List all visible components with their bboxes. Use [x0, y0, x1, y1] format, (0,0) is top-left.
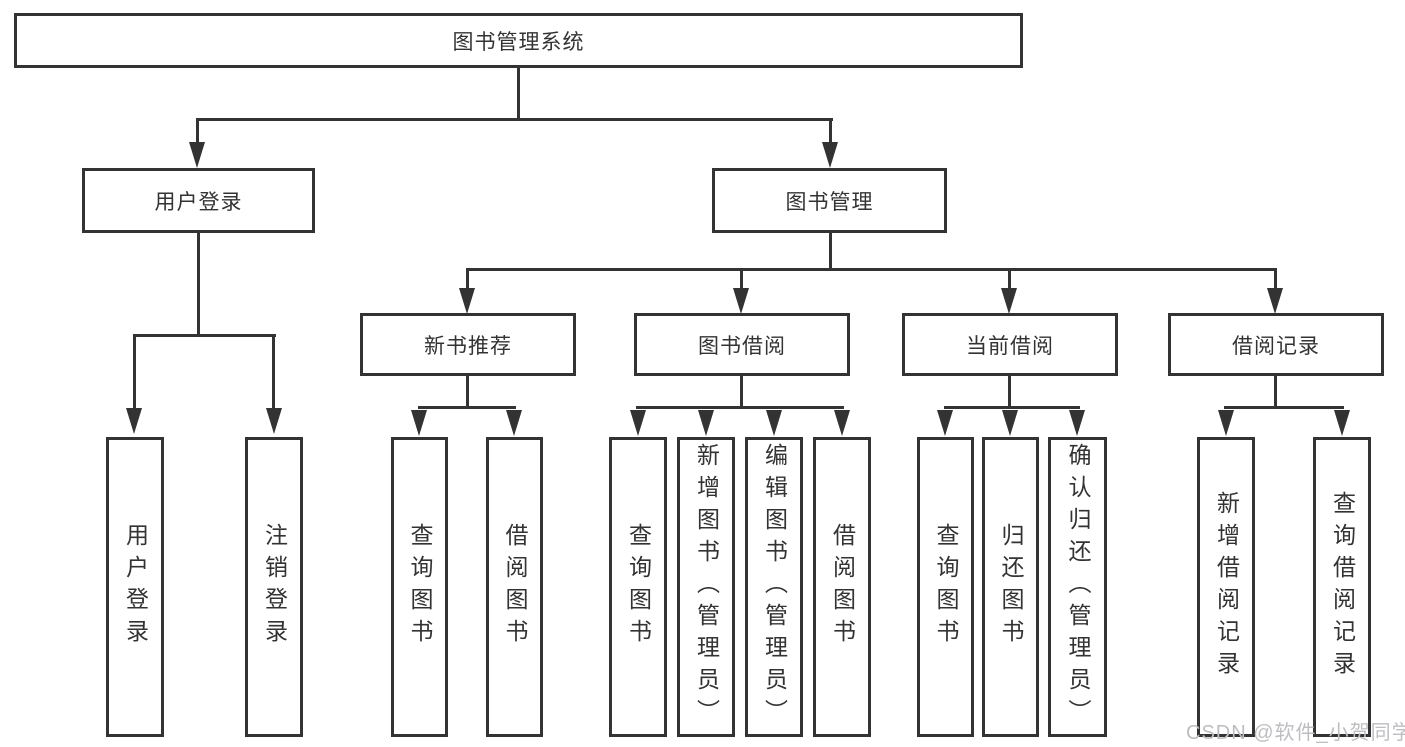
arrow-down-icon: [506, 410, 522, 436]
leaf-user-login-label: 用户登录: [122, 523, 149, 651]
arrow-down-icon: [1002, 410, 1018, 436]
node-book-management: 图书管理: [712, 168, 947, 233]
node-new-book-recommend: 新书推荐: [360, 313, 576, 376]
node-book-borrow: 图书借阅: [634, 313, 850, 376]
node-borrow-records: 借阅记录: [1168, 313, 1384, 376]
node-root-label: 图书管理系统: [452, 30, 585, 54]
connector-l3-stub: [466, 376, 469, 408]
leaf-confirm-return-admin: 确认归还（管理员）: [1048, 437, 1107, 737]
connector-l1-left-shaft: [196, 118, 199, 146]
leaf-query-borrow-record-label: 查询借阅记录: [1329, 491, 1356, 683]
connector-l3-horizontal: [944, 406, 1080, 409]
arrow-down-icon: [1267, 288, 1283, 314]
connector-book-mgmt-stub: [829, 233, 832, 270]
connector-l2-shaft: [1008, 268, 1011, 292]
node-user-login-label: 用户登录: [154, 190, 243, 214]
leaf-borrow-books-1-label: 借阅图书: [502, 523, 528, 651]
node-book-management-label: 图书管理: [785, 190, 874, 214]
node-book-borrow-label: 图书借阅: [698, 334, 786, 358]
node-borrow-records-label: 借阅记录: [1232, 334, 1320, 358]
leaf-return-books: 归还图书: [982, 437, 1039, 737]
connector-l2-shaft: [466, 268, 469, 292]
watermark: CSDN @软件_小贺同学: [1186, 722, 1405, 744]
connector-l2-shaft: [1274, 268, 1277, 292]
node-root: 图书管理系统: [14, 13, 1023, 68]
connector-user-login-horizontal: [133, 334, 276, 337]
leaf-add-borrow-record: 新增借阅记录: [1197, 437, 1255, 737]
leaf-add-books-admin: 新增图书（管理员）: [677, 437, 735, 737]
connector-user-login-left-shaft: [133, 334, 136, 410]
connector-l2-horizontal: [466, 268, 1277, 271]
node-current-borrow-label: 当前借阅: [966, 334, 1054, 358]
connector-l1-horizontal: [196, 118, 833, 121]
leaf-query-books-1-label: 查询图书: [407, 523, 433, 651]
connector-l3-stub: [1274, 376, 1277, 408]
connector-l3-horizontal: [418, 406, 516, 409]
leaf-user-login: 用户登录: [106, 437, 164, 737]
leaf-query-books-2-label: 查询图书: [625, 523, 652, 651]
connector-user-login-stub: [197, 233, 200, 336]
leaf-borrow-books-2-label: 借阅图书: [829, 523, 856, 651]
leaf-query-books-3-label: 查询图书: [933, 523, 959, 651]
leaf-logout: 注销登录: [245, 437, 303, 737]
leaf-logout-label: 注销登录: [261, 523, 288, 651]
leaf-query-books-3: 查询图书: [917, 437, 974, 737]
leaf-borrow-books-1: 借阅图书: [486, 437, 543, 737]
leaf-return-books-label: 归还图书: [998, 523, 1024, 651]
arrow-down-icon: [1001, 288, 1017, 314]
arrow-down-icon: [411, 410, 427, 436]
arrow-down-icon: [459, 288, 475, 314]
arrow-down-icon: [733, 288, 749, 314]
leaf-edit-books-admin-label: 编辑图书（管理员）: [761, 443, 788, 731]
connector-l3-horizontal: [636, 406, 844, 409]
arrow-down-icon: [266, 408, 282, 434]
arrow-down-icon: [1069, 410, 1085, 436]
node-new-book-recommend-label: 新书推荐: [424, 334, 512, 358]
leaf-query-borrow-record: 查询借阅记录: [1313, 437, 1371, 737]
leaf-confirm-return-admin-label: 确认归还（管理员）: [1065, 443, 1091, 731]
connector-l1-right-shaft: [829, 118, 832, 146]
arrow-down-icon: [937, 410, 953, 436]
leaf-edit-books-admin: 编辑图书（管理员）: [745, 437, 803, 737]
connector-user-login-right-shaft: [272, 334, 275, 410]
connector-trunk: [517, 68, 520, 120]
arrow-down-icon: [189, 142, 205, 168]
leaf-query-books-2: 查询图书: [609, 437, 667, 737]
arrow-down-icon: [1218, 410, 1234, 436]
connector-l3-stub: [1008, 376, 1011, 408]
leaf-borrow-books-2: 借阅图书: [813, 437, 871, 737]
connector-l2-shaft: [740, 268, 743, 292]
leaf-add-books-admin-label: 新增图书（管理员）: [693, 443, 720, 731]
arrow-down-icon: [766, 410, 782, 436]
arrow-down-icon: [698, 410, 714, 436]
arrow-down-icon: [834, 410, 850, 436]
node-user-login: 用户登录: [82, 168, 315, 233]
leaf-add-borrow-record-label: 新增借阅记录: [1213, 491, 1240, 683]
node-current-borrow: 当前借阅: [902, 313, 1118, 376]
connector-l3-stub: [740, 376, 743, 408]
arrow-down-icon: [630, 410, 646, 436]
arrow-down-icon: [822, 142, 838, 168]
arrow-down-icon: [1334, 410, 1350, 436]
leaf-query-books-1: 查询图书: [391, 437, 448, 737]
arrow-down-icon: [126, 408, 142, 434]
connector-l3-horizontal: [1224, 406, 1344, 409]
